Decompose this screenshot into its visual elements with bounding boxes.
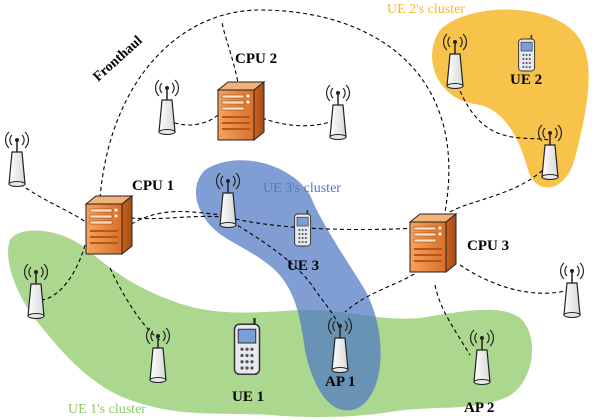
ue1-cluster-region: [8, 230, 533, 417]
ue-2-cluster-label: UE 2's cluster: [387, 2, 465, 17]
ap-cpu2-right: [325, 84, 351, 141]
ap-right: [559, 262, 585, 319]
ap-2-label: AP 2: [464, 400, 494, 416]
ap-top-left: [4, 131, 30, 188]
cpu-1-label: CPU 1: [132, 178, 174, 194]
ap-1-label: AP 1: [325, 374, 355, 390]
ue-1-cluster-label: UE 1's cluster: [68, 402, 146, 417]
cpu-3-label: CPU 3: [467, 238, 509, 254]
ue-3-cluster-label: UE 3's cluster: [263, 181, 341, 196]
ue-1-phone: [233, 316, 261, 376]
fronthaul-label: Fronthaul: [91, 33, 146, 85]
ap-cpu2-left: [154, 79, 180, 136]
ue2-cluster-region: [432, 9, 589, 188]
ue-2-label: UE 2: [510, 72, 542, 88]
fronthaul-links: [17, 9, 571, 356]
ue-3-phone: [293, 209, 312, 247]
cpu-2-label: CPU 2: [235, 51, 277, 67]
ue-1-label: UE 1: [232, 389, 264, 405]
cpu-2-server: [217, 81, 265, 141]
cpu-1-server: [85, 195, 133, 255]
ue-2-phone: [517, 34, 536, 72]
cpu-3-server: [409, 213, 457, 273]
ue-3-label: UE 3: [287, 258, 319, 274]
